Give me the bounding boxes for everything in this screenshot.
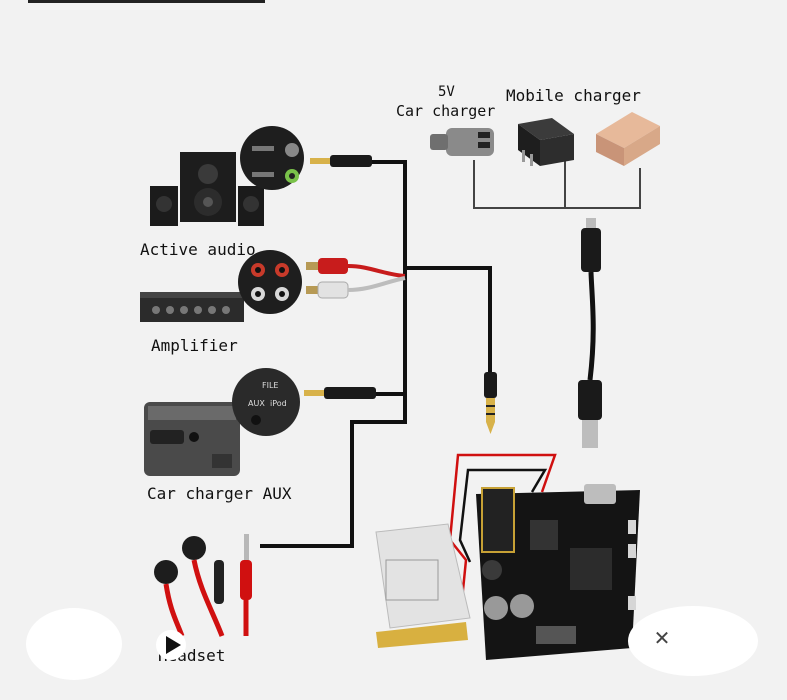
play-icon bbox=[166, 636, 181, 654]
car-charger-icon bbox=[430, 128, 494, 156]
lipo-battery-icon bbox=[375, 523, 471, 648]
power-leads bbox=[448, 453, 557, 601]
close-icon[interactable]: ✕ bbox=[653, 626, 671, 650]
jack-plug-center bbox=[484, 372, 497, 434]
amplifier-icon bbox=[140, 292, 244, 322]
aux-plug-top bbox=[310, 155, 372, 167]
rca-cable bbox=[306, 258, 406, 299]
bluetooth-module-icon bbox=[476, 484, 640, 660]
headset-icon bbox=[154, 534, 252, 637]
audio-input-zoom bbox=[240, 126, 304, 190]
mobile-charger-icon bbox=[518, 118, 574, 166]
car-aux-unit-icon bbox=[144, 402, 240, 476]
active-audio-label: Active audio bbox=[140, 240, 256, 259]
ipod-panel-text: iPod bbox=[270, 399, 287, 408]
video-overlay-left bbox=[26, 608, 122, 680]
amplifier-label: Amplifier bbox=[151, 336, 238, 355]
top-rule bbox=[28, 0, 265, 3]
charger-bus bbox=[473, 160, 641, 209]
speaker-set-icon bbox=[150, 152, 264, 226]
five-volt-label: 5V bbox=[438, 84, 455, 100]
car-charger-label: Car charger bbox=[396, 102, 496, 120]
file-panel-text: FILE bbox=[262, 381, 278, 390]
micro-usb-cable bbox=[578, 218, 602, 448]
power-bank-icon bbox=[596, 112, 660, 166]
car-charger-aux-label: Car charger AUX bbox=[147, 484, 292, 503]
aux-panel-text: AUX bbox=[248, 399, 265, 408]
video-overlay-right bbox=[628, 606, 758, 676]
wiring-harness bbox=[260, 160, 492, 548]
aux-panel-zoom: FILE AUX iPod bbox=[232, 368, 300, 436]
rca-input-zoom bbox=[238, 250, 302, 314]
mobile-charger-label: Mobile charger bbox=[506, 86, 641, 105]
play-button[interactable] bbox=[156, 630, 186, 660]
aux-plug-middle bbox=[304, 387, 376, 399]
